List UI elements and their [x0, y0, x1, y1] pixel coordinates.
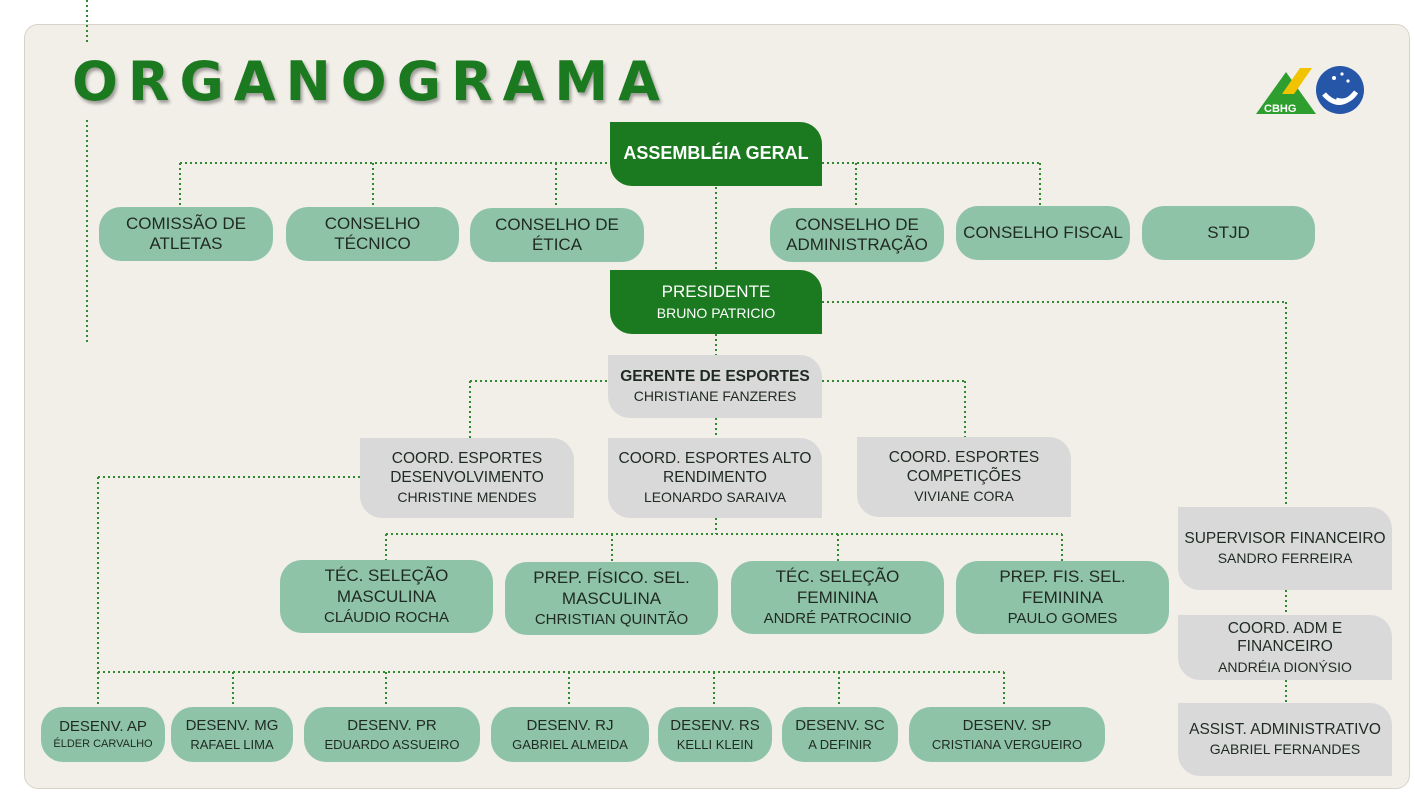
page-title: ORGANOGRAMA	[72, 50, 670, 113]
node-tec-selecao-feminina: TÉC. SELEÇÃO FEMININA ANDRÉ PATROCINIO	[731, 561, 944, 634]
node-supervisor-financeiro: SUPERVISOR FINANCEIRO SANDRO FERREIRA	[1178, 507, 1392, 590]
node-prep-fisico-masculina: PREP. FÍSICO. SEL. MASCULINA CHRISTIAN Q…	[505, 562, 718, 635]
node-assist-administrativo: ASSIST. ADMINISTRATIVO GABRIEL FERNANDES	[1178, 703, 1392, 776]
node-assembleia-geral: ASSEMBLÉIA GERAL	[610, 122, 822, 186]
node-desenv-rs: DESENV. RS KELLI KLEIN	[658, 707, 772, 762]
cbhg-logo: CBHG	[1256, 66, 1364, 115]
node-conselho-administracao: CONSELHO DE ADMINISTRAÇÃO	[770, 208, 944, 262]
node-coord-desenvolvimento: COORD. ESPORTES DESENVOLVIMENTO CHRISTIN…	[360, 438, 574, 518]
node-conselho-fiscal: CONSELHO FISCAL	[956, 206, 1130, 260]
node-desenv-pr: DESENV. PR EDUARDO ASSUEIRO	[304, 707, 480, 762]
node-desenv-rj: DESENV. RJ GABRIEL ALMEIDA	[491, 707, 649, 762]
svg-text:CBHG: CBHG	[1264, 103, 1296, 115]
node-desenv-sc: DESENV. SC A DEFINIR	[782, 707, 898, 762]
node-desenv-ap: DESENV. AP ÉLDER CARVALHO	[41, 707, 165, 762]
node-conselho-etica: CONSELHO DE ÉTICA	[470, 208, 644, 262]
node-desenv-mg: DESENV. MG RAFAEL LIMA	[171, 707, 293, 762]
node-conselho-tecnico: CONSELHO TÉCNICO	[286, 207, 459, 261]
node-coord-adm-financeiro: COORD. ADM E FINANCEIRO ANDRÉIA DIONÝSIO	[1178, 615, 1392, 680]
node-presidente: PRESIDENTE BRUNO PATRICIO	[610, 270, 822, 334]
node-desenv-sp: DESENV. SP CRISTIANA VERGUEIRO	[909, 707, 1105, 762]
node-comissao-atletas: COMISSÃO DE ATLETAS	[99, 207, 273, 261]
node-stjd: STJD	[1142, 206, 1315, 260]
node-coord-alto-rendimento: COORD. ESPORTES ALTO RENDIMENTO LEONARDO…	[608, 438, 822, 518]
node-coord-competicoes: COORD. ESPORTES COMPETIÇÕES VIVIANE CORA	[857, 437, 1071, 517]
node-prep-fis-feminina: PREP. FIS. SEL. FEMININA PAULO GOMES	[956, 561, 1169, 634]
node-gerente-esportes: GERENTE DE ESPORTES CHRISTIANE FANZERES	[608, 355, 822, 418]
node-tec-selecao-masculina: TÉC. SELEÇÃO MASCULINA CLÁUDIO ROCHA	[280, 560, 493, 633]
